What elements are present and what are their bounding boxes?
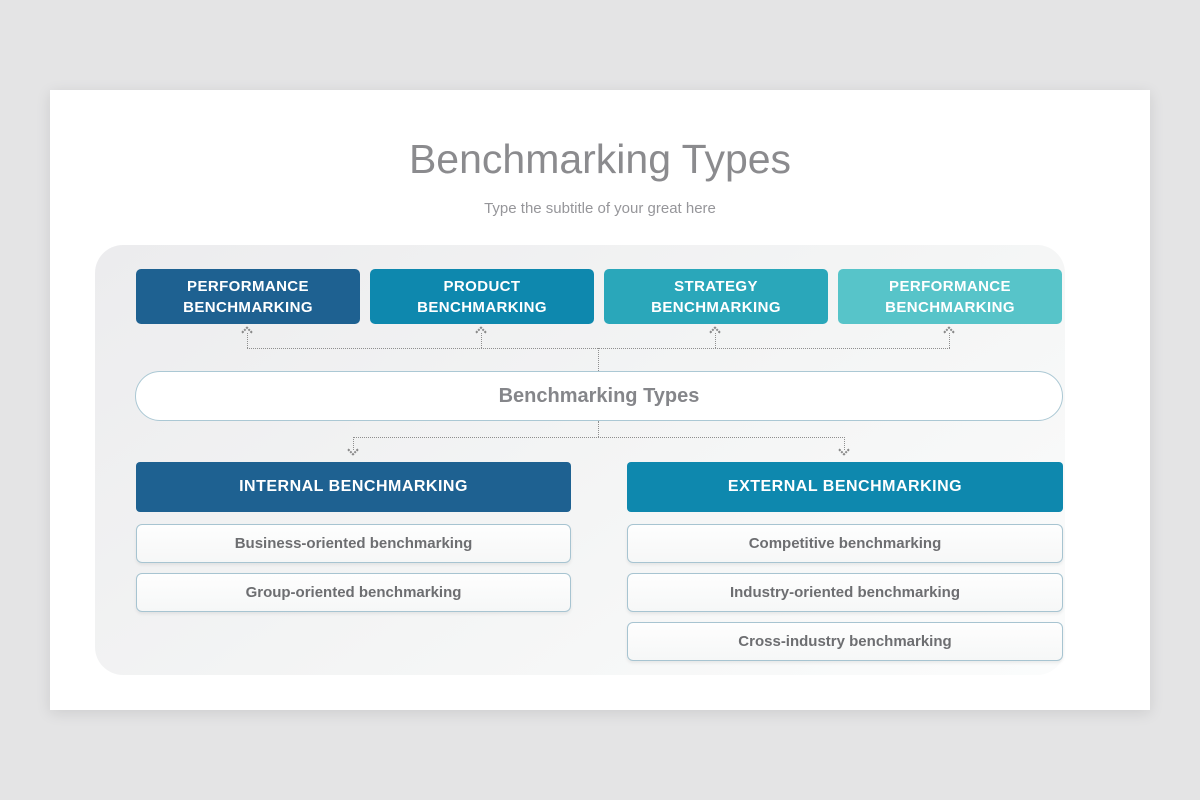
top-box-product-benchmarking: PRODUCT BENCHMARKING xyxy=(370,269,594,324)
connector-top-stem xyxy=(715,333,716,348)
arrowhead-down-icon xyxy=(347,444,359,456)
arrowhead-up-icon xyxy=(475,326,487,338)
page-subtitle: Type the subtitle of your great here xyxy=(484,200,716,217)
top-box-label-line: BENCHMARKING xyxy=(651,298,781,316)
group-header-internal-benchmarking: INTERNAL BENCHMARKING xyxy=(136,462,571,512)
center-pill-benchmarking-types: Benchmarking Types xyxy=(135,371,1063,421)
connector-bottom-stem xyxy=(353,437,354,450)
arrowhead-up-icon xyxy=(709,326,721,338)
list-item-business-oriented: Business-oriented benchmarking xyxy=(136,524,571,563)
top-box-label-line: PERFORMANCE xyxy=(187,277,309,295)
list-item-industry-oriented: Industry-oriented benchmarking xyxy=(627,573,1063,612)
page-title: Benchmarking Types xyxy=(408,136,792,182)
group-header-external-benchmarking: EXTERNAL BENCHMARKING xyxy=(627,462,1063,512)
top-box-strategy-benchmarking: STRATEGY BENCHMARKING xyxy=(604,269,828,324)
diagram-panel: PERFORMANCE BENCHMARKING PRODUCT BENCHMA… xyxy=(95,245,1065,675)
arrowhead-up-icon xyxy=(241,326,253,338)
top-box-label-line: PRODUCT xyxy=(443,277,521,295)
top-box-label-line: BENCHMARKING xyxy=(417,298,547,316)
top-box-label-line: PERFORMANCE xyxy=(889,277,1011,295)
connector-top-stem xyxy=(481,333,482,348)
arrowhead-up-icon xyxy=(943,326,955,338)
list-item-cross-industry: Cross-industry benchmarking xyxy=(627,622,1063,661)
connector-top-stem xyxy=(949,333,950,348)
connector-center-stem-bottom xyxy=(598,421,599,437)
top-box-label-line: BENCHMARKING xyxy=(885,298,1015,316)
arrowhead-down-icon xyxy=(838,444,850,456)
top-box-performance-benchmarking-2: PERFORMANCE BENCHMARKING xyxy=(838,269,1062,324)
connector-top-stem xyxy=(247,333,248,348)
connector-center-stem-top xyxy=(598,348,599,371)
top-box-label-line: BENCHMARKING xyxy=(183,298,313,316)
connector-bottom-stem xyxy=(844,437,845,450)
top-box-performance-benchmarking-1: PERFORMANCE BENCHMARKING xyxy=(136,269,360,324)
connector-bottom-horizontal xyxy=(353,437,845,438)
list-item-competitive: Competitive benchmarking xyxy=(627,524,1063,563)
top-box-label-line: STRATEGY xyxy=(674,277,758,295)
list-item-group-oriented: Group-oriented benchmarking xyxy=(136,573,571,612)
slide-canvas: Benchmarking Types Type the subtitle of … xyxy=(50,90,1150,710)
